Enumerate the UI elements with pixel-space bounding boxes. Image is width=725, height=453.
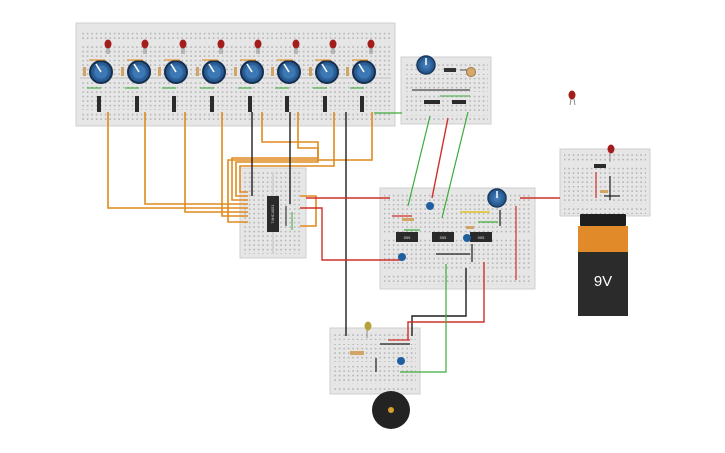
led-icon [364,321,372,331]
pot-module-components [412,55,476,104]
resistor-icon [196,67,199,76]
resistor-icon [346,67,349,76]
svg-text:555: 555 [478,235,485,240]
potentiometer-row[interactable] [89,60,376,84]
led-icon [179,39,187,49]
breadboard-buzzer-module[interactable] [329,327,421,395]
wires-black[interactable] [251,112,467,336]
resistor-icon [309,67,312,76]
transistor-icon [97,96,101,112]
transistor-icon [135,96,139,112]
capacitor-icon [398,253,406,261]
potentiometer-knob-icon[interactable] [352,60,376,84]
wires-red[interactable] [300,117,560,340]
potentiometer-knob-icon[interactable] [89,60,113,84]
center-board-components: 555 555 555 [392,188,517,280]
led-icon [329,39,337,49]
potentiometer-knob-icon[interactable] [202,60,226,84]
led-icon [104,39,112,49]
transistor-icon [285,96,289,112]
battery-cap [578,226,628,252]
potentiometer-knob-icon[interactable] [127,60,151,84]
transistor-icon [248,96,252,112]
led-icon [607,144,615,154]
potentiometer-knob-icon[interactable] [164,60,188,84]
battery-body [578,252,628,316]
ic-chip [396,232,418,242]
potentiometer-knob-icon[interactable] [315,60,339,84]
transistor-icon [210,96,214,112]
potentiometer-knob-icon[interactable] [240,60,264,84]
battery-module-components [594,144,620,200]
led-icon [141,39,149,49]
capacitor-icon [463,234,471,242]
wires-green[interactable] [374,111,469,373]
resistor-icon [158,67,161,76]
breadboard-battery-module[interactable] [559,148,651,217]
capacitor-icon [397,357,405,365]
potentiometer-knob-icon[interactable] [277,60,301,84]
buzzer-icon[interactable] [372,391,410,429]
led-row [104,39,375,54]
led-icon [292,39,300,49]
ic-chip [470,232,492,242]
transistor-icon [172,96,176,112]
resistor-icon [271,67,274,76]
loose-led[interactable] [568,90,576,106]
battery-label: 9V [594,273,612,290]
battery-9v[interactable]: 9V [578,214,628,316]
svg-text:555: 555 [440,235,447,240]
transistor-icon [360,96,364,112]
svg-text:555: 555 [404,235,411,240]
top-board-components [83,59,368,112]
buzzer-module-components [350,321,410,372]
wires-orange[interactable] [107,112,373,227]
led-icon [367,39,375,49]
led-icon [254,39,262,49]
led-icon [217,39,225,49]
multiplexer-chip[interactable]: 74HC4051 [267,196,293,232]
resistor-icon [83,67,86,76]
capacitor-icon [426,202,434,210]
chip-label: 74HC4051 [270,204,275,224]
resistor-icon [234,67,237,76]
resistor-icon [121,67,124,76]
ic-chip [432,232,454,242]
transistor-icon [323,96,327,112]
